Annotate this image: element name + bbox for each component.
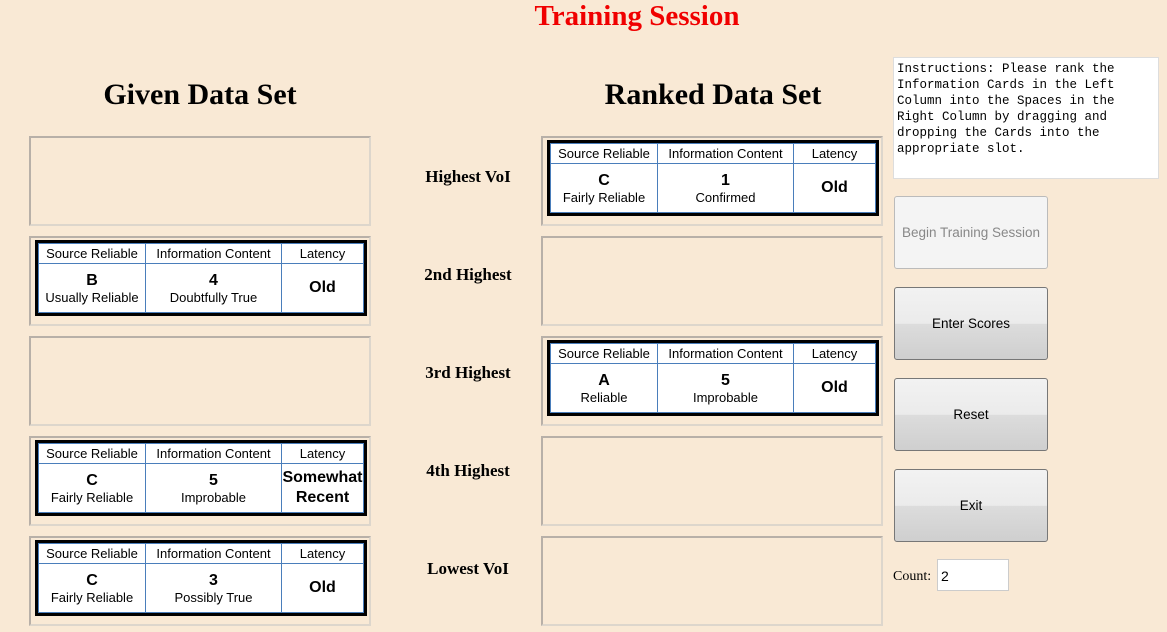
latency-value: Old bbox=[281, 563, 364, 613]
exit-button[interactable]: Exit bbox=[894, 469, 1048, 542]
count-label: Count: bbox=[893, 569, 932, 584]
given-slot-1[interactable] bbox=[29, 136, 371, 226]
count-input[interactable]: 2 bbox=[937, 559, 1009, 591]
header-info: Information Content bbox=[145, 243, 282, 264]
ranked-slot-4[interactable] bbox=[541, 436, 883, 526]
source-grade: A bbox=[598, 371, 610, 389]
row-label-3: 3rd Highest bbox=[425, 363, 511, 382]
header-latency: Latency bbox=[793, 143, 876, 164]
begin-training-button[interactable]: Begin Training Session bbox=[894, 196, 1048, 269]
header-source: Source Reliable bbox=[550, 343, 658, 364]
ranked-slot-2[interactable] bbox=[541, 236, 883, 326]
latency-value: Old bbox=[793, 163, 876, 213]
source-desc: Reliable bbox=[580, 389, 628, 405]
instructions-box[interactable]: Instructions: Please rank the Informatio… bbox=[893, 57, 1159, 179]
info-desc: Improbable bbox=[692, 389, 759, 405]
header-source: Source Reliable bbox=[38, 243, 146, 264]
header-info: Information Content bbox=[657, 143, 794, 164]
header-info: Information Content bbox=[145, 443, 282, 464]
header-source: Source Reliable bbox=[550, 143, 658, 164]
source-grade: C bbox=[598, 171, 610, 189]
info-score: 3 bbox=[209, 571, 218, 589]
header-info: Information Content bbox=[145, 543, 282, 564]
source-desc: Fairly Reliable bbox=[50, 589, 134, 605]
info-score: 5 bbox=[209, 471, 218, 489]
info-score: 5 bbox=[721, 371, 730, 389]
source-desc: Fairly Reliable bbox=[50, 489, 134, 505]
given-slot-3[interactable] bbox=[29, 336, 371, 426]
header-source: Source Reliable bbox=[38, 443, 146, 464]
page-title: Training Session bbox=[534, 0, 740, 32]
row-label-2: 2nd Highest bbox=[424, 265, 512, 284]
header-latency: Latency bbox=[281, 443, 364, 464]
latency-value: Old bbox=[793, 363, 876, 413]
latency-value: Old bbox=[281, 263, 364, 313]
header-latency: Latency bbox=[281, 543, 364, 564]
info-desc: Improbable bbox=[180, 489, 247, 505]
source-grade: C bbox=[86, 571, 98, 589]
enter-scores-button[interactable]: Enter Scores bbox=[894, 287, 1048, 360]
row-label-1: Highest VoI bbox=[425, 167, 511, 186]
info-score: 1 bbox=[721, 171, 730, 189]
latency-value: Somewhat Recent bbox=[281, 463, 364, 513]
source-desc: Usually Reliable bbox=[45, 289, 139, 305]
info-desc: Confirmed bbox=[695, 189, 756, 205]
source-grade: B bbox=[86, 271, 98, 289]
info-desc: Possibly True bbox=[174, 589, 253, 605]
ranked-slot-5[interactable] bbox=[541, 536, 883, 626]
header-source: Source Reliable bbox=[38, 543, 146, 564]
reset-button[interactable]: Reset bbox=[894, 378, 1048, 451]
source-grade: C bbox=[86, 471, 98, 489]
row-label-5: Lowest VoI bbox=[427, 559, 509, 578]
info-desc: Doubtfully True bbox=[169, 289, 258, 305]
header-info: Information Content bbox=[657, 343, 794, 364]
header-latency: Latency bbox=[793, 343, 876, 364]
info-score: 4 bbox=[209, 271, 218, 289]
ranked-heading: Ranked Data Set bbox=[604, 78, 822, 111]
row-label-4: 4th Highest bbox=[426, 461, 510, 480]
header-latency: Latency bbox=[281, 243, 364, 264]
source-desc: Fairly Reliable bbox=[562, 189, 646, 205]
given-heading: Given Data Set bbox=[103, 78, 297, 111]
